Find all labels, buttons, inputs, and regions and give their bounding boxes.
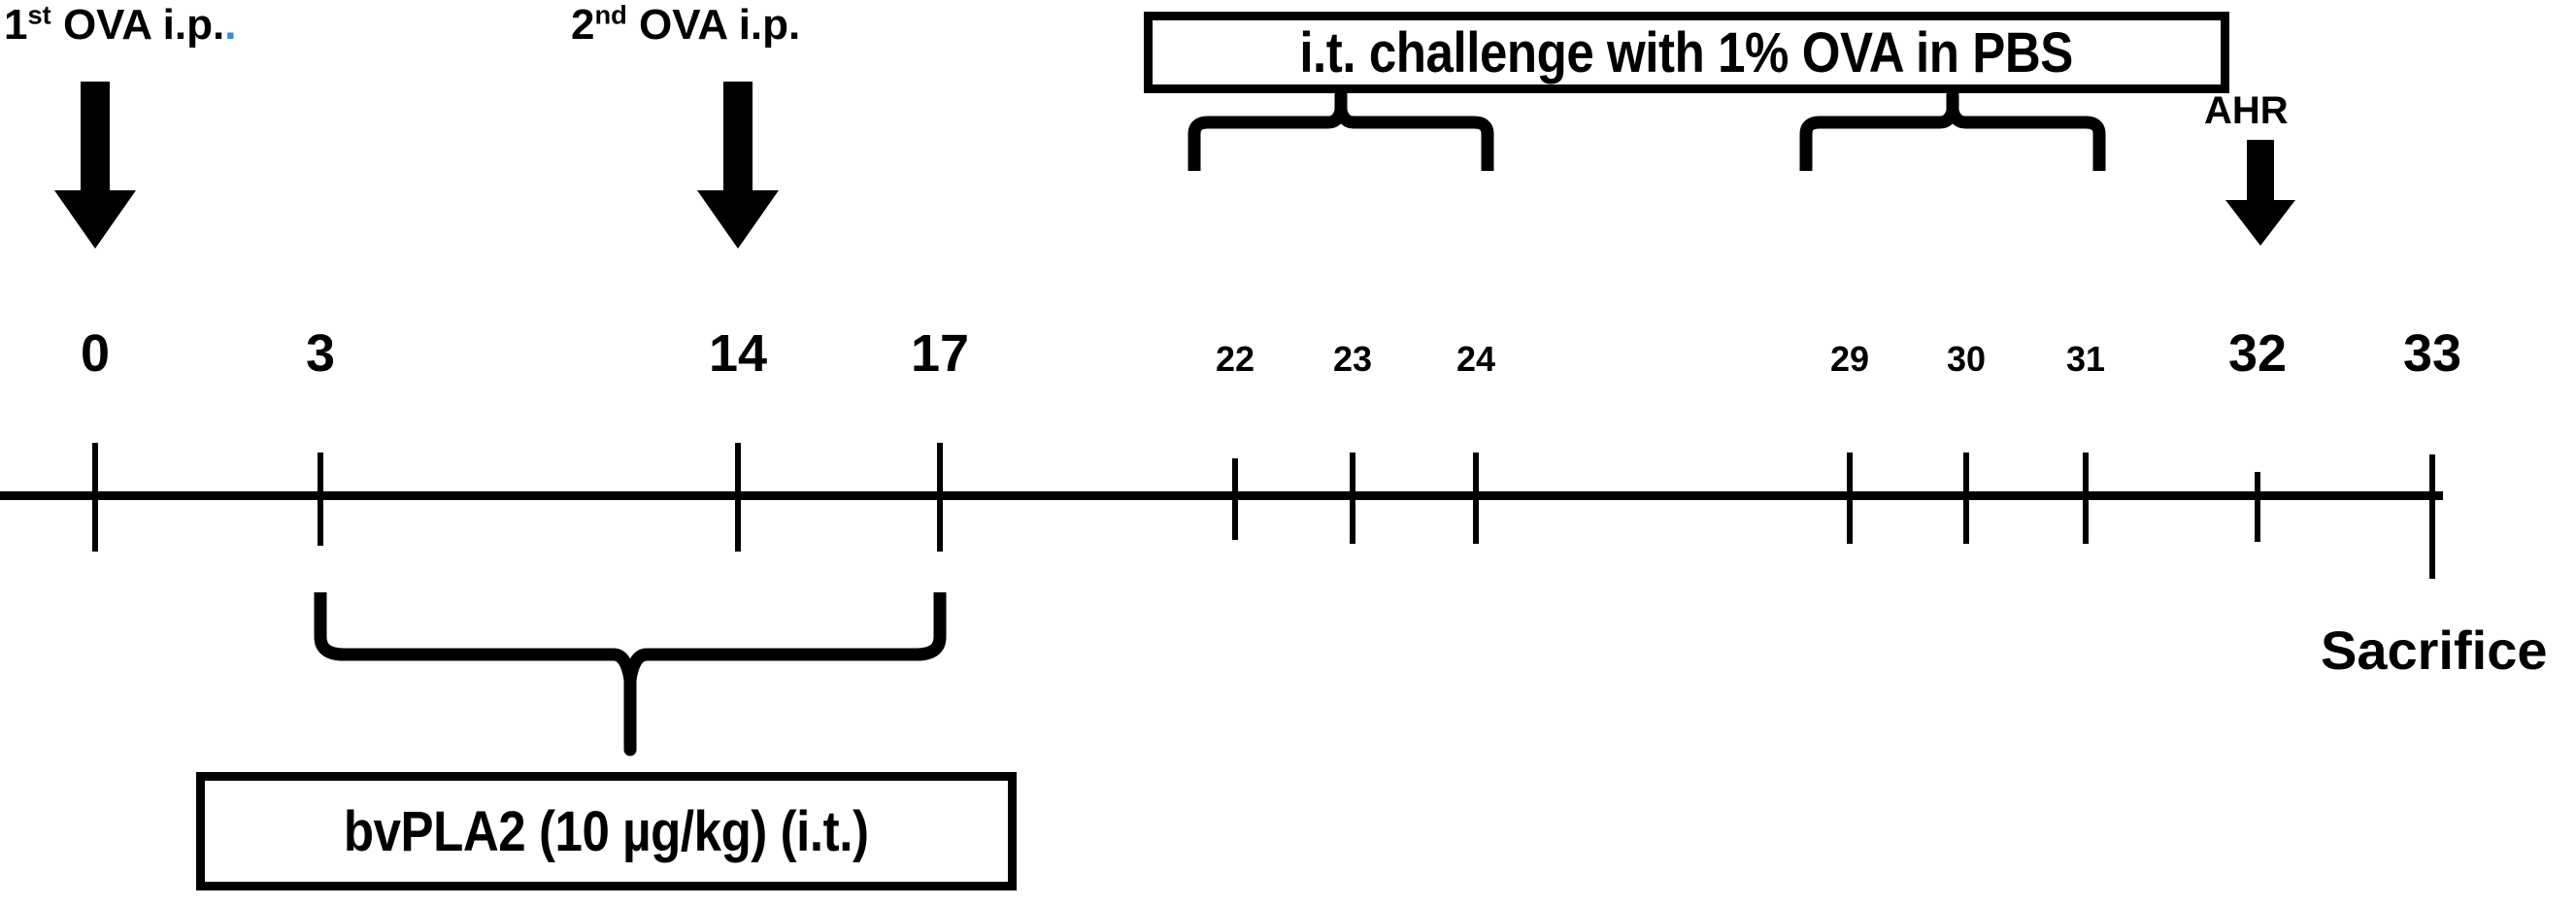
- treatment-textbox-label: bvPLA2 (10 µg/kg) (i.t.): [344, 799, 869, 863]
- arrow-down-first-ova: [54, 82, 136, 249]
- day-label-14: 14: [708, 324, 768, 383]
- tick-day-32: [2255, 472, 2260, 542]
- ahr-label: AHR: [2204, 89, 2289, 132]
- tick-day-17: [937, 443, 943, 552]
- day-label-31: 31: [2065, 339, 2106, 379]
- challenge-textbox-label: i.t. challenge with 1% OVA in PBS: [1299, 20, 2074, 84]
- day-label-30: 30: [1946, 339, 1987, 379]
- day-label-22: 22: [1215, 339, 1255, 379]
- event-label-second-ova: 2nd OVA i.p.: [571, 1, 801, 49]
- day-label-3: 3: [305, 324, 336, 383]
- second-ova-number: 2: [571, 1, 595, 49]
- tick-day-3: [318, 453, 323, 546]
- arrow-down-second-ova: [697, 82, 779, 249]
- day-label-0: 0: [80, 324, 111, 383]
- tick-day-24: [1473, 453, 1479, 544]
- first-ova-number: 1: [4, 1, 28, 49]
- tick-day-30: [1963, 453, 1969, 544]
- tick-day-31: [2083, 453, 2089, 544]
- day-label-23: 23: [1332, 339, 1373, 379]
- blue-artifact-dot: .: [224, 1, 237, 49]
- brace-challenge-week2: [1799, 93, 2106, 171]
- event-label-first-ova: 1st OVA i.p..: [4, 1, 237, 49]
- day-label-29: 29: [1829, 339, 1870, 379]
- second-ova-text: OVA i.p.: [626, 1, 801, 49]
- second-ova-ordinal: nd: [594, 0, 627, 30]
- brace-treatment-window: [314, 592, 947, 756]
- tick-day-14: [735, 443, 741, 552]
- tick-day-23: [1350, 453, 1355, 544]
- first-ova-ordinal: st: [27, 0, 51, 30]
- sacrifice-label: Sacrifice: [2321, 620, 2548, 681]
- tick-day-29: [1847, 453, 1853, 544]
- tick-day-0: [92, 443, 98, 552]
- brace-challenge-week1: [1188, 93, 1494, 171]
- treatment-textbox: bvPLA2 (10 µg/kg) (i.t.): [196, 772, 1017, 890]
- timeline-axis: [0, 491, 2443, 500]
- tick-day-33: [2429, 454, 2435, 579]
- day-label-17: 17: [910, 324, 970, 383]
- first-ova-text: OVA i.p.: [50, 1, 225, 49]
- day-label-24: 24: [1455, 339, 1496, 379]
- day-label-32: 32: [2227, 324, 2288, 383]
- day-label-33: 33: [2402, 324, 2462, 383]
- arrow-down-ahr: [2225, 140, 2295, 246]
- challenge-textbox: i.t. challenge with 1% OVA in PBS: [1144, 12, 2229, 93]
- tick-day-22: [1232, 458, 1238, 540]
